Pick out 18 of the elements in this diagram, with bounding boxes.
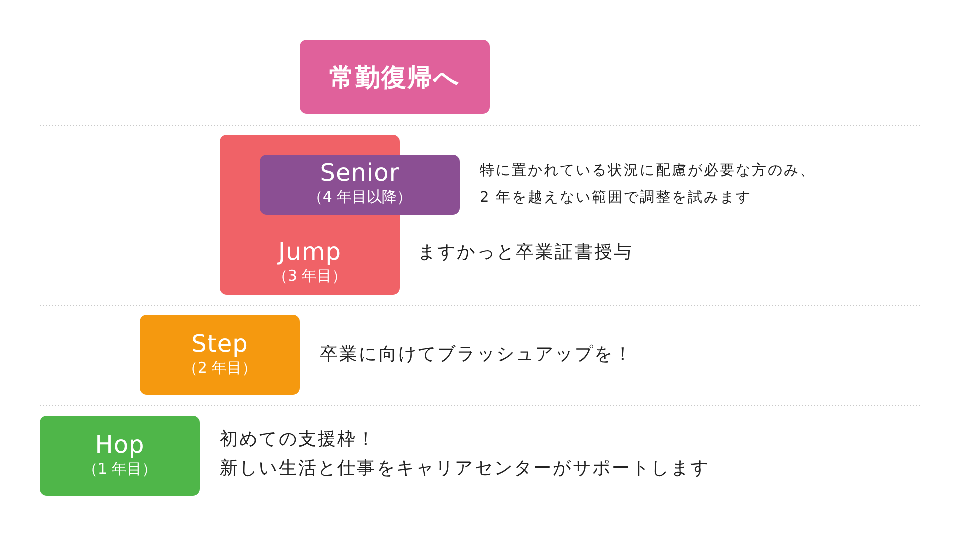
stage-description: 卒業に向けてブラッシュアップを！ (320, 343, 635, 367)
stage-box (260, 155, 460, 215)
stage-name: Jump (278, 238, 342, 266)
stage-description: 特に置かれている状況に配慮が必要な方のみ、2 年を越えない範囲で調整を試みます (480, 162, 816, 208)
stage-year: （3 年目） (272, 266, 348, 286)
stage-name: Senior (320, 160, 400, 188)
stage-box (40, 416, 200, 496)
stage-box (140, 315, 300, 395)
stage-name: Step (192, 331, 248, 360)
stage-description: 新しい生活と仕事をキャリアセンターがサポートします (220, 457, 711, 481)
stage-year: （1 年目） (82, 460, 158, 480)
stage-year: （4 年目以降） (308, 188, 412, 208)
stage-name: Hop (95, 432, 145, 460)
stage-description: ますかっと卒業証書授与 (418, 241, 635, 265)
stage-year: （2 年目） (182, 359, 258, 379)
stage-description: 初めての支援枠！ (220, 428, 378, 452)
stage-box (300, 40, 490, 114)
stage-title: 常勤復帰へ (330, 62, 460, 94)
